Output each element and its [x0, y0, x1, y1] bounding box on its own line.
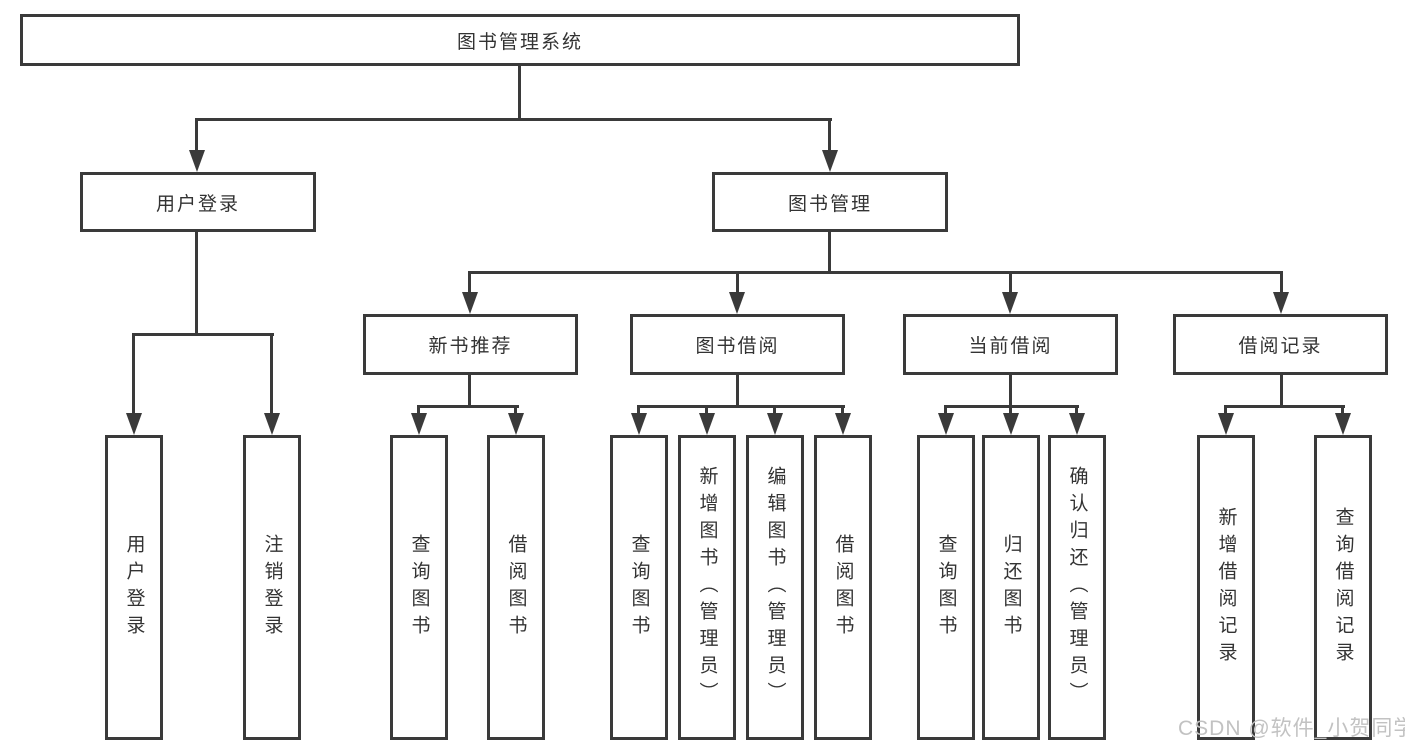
connector-leaf-stub	[944, 405, 947, 417]
arrow-to-leaf	[1218, 413, 1234, 435]
connector-bookmgmt-stub	[828, 118, 831, 154]
arrow-to-leaf	[508, 413, 524, 435]
arrow-to-book-management	[822, 150, 838, 172]
connector-leaf-stub	[841, 405, 844, 417]
leaf-borrow-query-book: 查询图书	[610, 435, 668, 740]
leaf-logout: 注销登录	[243, 435, 301, 740]
connector-level3-stub	[1280, 271, 1283, 296]
connector-leaf-stub	[1224, 405, 1227, 417]
arrow-to-leaf	[699, 413, 715, 435]
connector-group-bus	[1224, 405, 1345, 408]
connector-leaf-stub	[514, 405, 517, 417]
leaf-records-query-record: 查询借阅记录	[1314, 435, 1372, 740]
leaf-records-add-record: 新增借阅记录	[1197, 435, 1255, 740]
connector-leaf-stub	[417, 405, 420, 417]
connector-group-drop	[1280, 375, 1283, 408]
arrow-to-leaf	[938, 413, 954, 435]
connector-group-drop	[736, 375, 739, 408]
connector-leaf-stub	[1075, 405, 1078, 417]
connector-leaf-stub	[773, 405, 776, 417]
connector-root-drop	[518, 66, 521, 120]
connector-group-drop	[1009, 375, 1012, 408]
leaf-rec-query-book: 查询图书	[390, 435, 448, 740]
connector-group-bus	[637, 405, 845, 408]
arrow-to-leaf	[411, 413, 427, 435]
connector-level3-stub	[736, 271, 739, 296]
node-user-login: 用户登录	[80, 172, 316, 232]
arrow-to-leaf	[835, 413, 851, 435]
node-root: 图书管理系统	[20, 14, 1020, 66]
leaf-borrow-edit-book-admin: 编辑图书（管理员）	[746, 435, 804, 740]
arrow-to-borrow-records	[1273, 292, 1289, 314]
connector-leaf-stub	[705, 405, 708, 417]
connector-bookmgmt-drop	[828, 232, 831, 274]
connector-userlogin-drop	[195, 232, 198, 336]
connector-level3-stub	[468, 271, 471, 296]
arrow-to-leaf	[1069, 413, 1085, 435]
csdn-watermark: CSDN @软件_小贺同学	[1178, 717, 1405, 740]
arrow-to-current-borrow	[1002, 292, 1018, 314]
arrow-to-leaf-logout	[264, 413, 280, 435]
arrow-to-leaf	[631, 413, 647, 435]
arrow-to-leaf-user-login	[126, 413, 142, 435]
connector-leaf-stub	[637, 405, 640, 417]
connector-leaf-stub	[270, 333, 273, 415]
leaf-borrow-add-book-admin: 新增图书（管理员）	[678, 435, 736, 740]
node-book-management: 图书管理	[712, 172, 948, 232]
node-new-book-recommend: 新书推荐	[363, 314, 578, 375]
arrow-to-leaf	[767, 413, 783, 435]
leaf-user-login: 用户登录	[105, 435, 163, 740]
arrow-to-leaf	[1335, 413, 1351, 435]
arrow-to-new-book-recommend	[462, 292, 478, 314]
arrow-to-leaf	[1003, 413, 1019, 435]
connector-level2-bus	[195, 118, 832, 121]
node-current-borrow: 当前借阅	[903, 314, 1118, 375]
connector-userlogin-bus	[132, 333, 274, 336]
node-book-borrow: 图书借阅	[630, 314, 845, 375]
connector-group-bus	[417, 405, 519, 408]
leaf-current-query-book: 查询图书	[917, 435, 975, 740]
leaf-current-return-book: 归还图书	[982, 435, 1040, 740]
arrow-to-book-borrow	[729, 292, 745, 314]
connector-leaf-stub	[132, 333, 135, 415]
arrow-to-user-login	[189, 150, 205, 172]
leaf-borrow-borrow-book: 借阅图书	[814, 435, 872, 740]
connector-level3-bus	[468, 271, 1283, 274]
leaf-rec-borrow-book: 借阅图书	[487, 435, 545, 740]
connector-userlogin-stub	[195, 118, 198, 154]
connector-leaf-stub	[1009, 405, 1012, 417]
connector-level3-stub	[1009, 271, 1012, 296]
node-borrow-records: 借阅记录	[1173, 314, 1388, 375]
connector-group-drop	[468, 375, 471, 408]
connector-leaf-stub	[1341, 405, 1344, 417]
leaf-current-confirm-return-admin: 确认归还（管理员）	[1048, 435, 1106, 740]
